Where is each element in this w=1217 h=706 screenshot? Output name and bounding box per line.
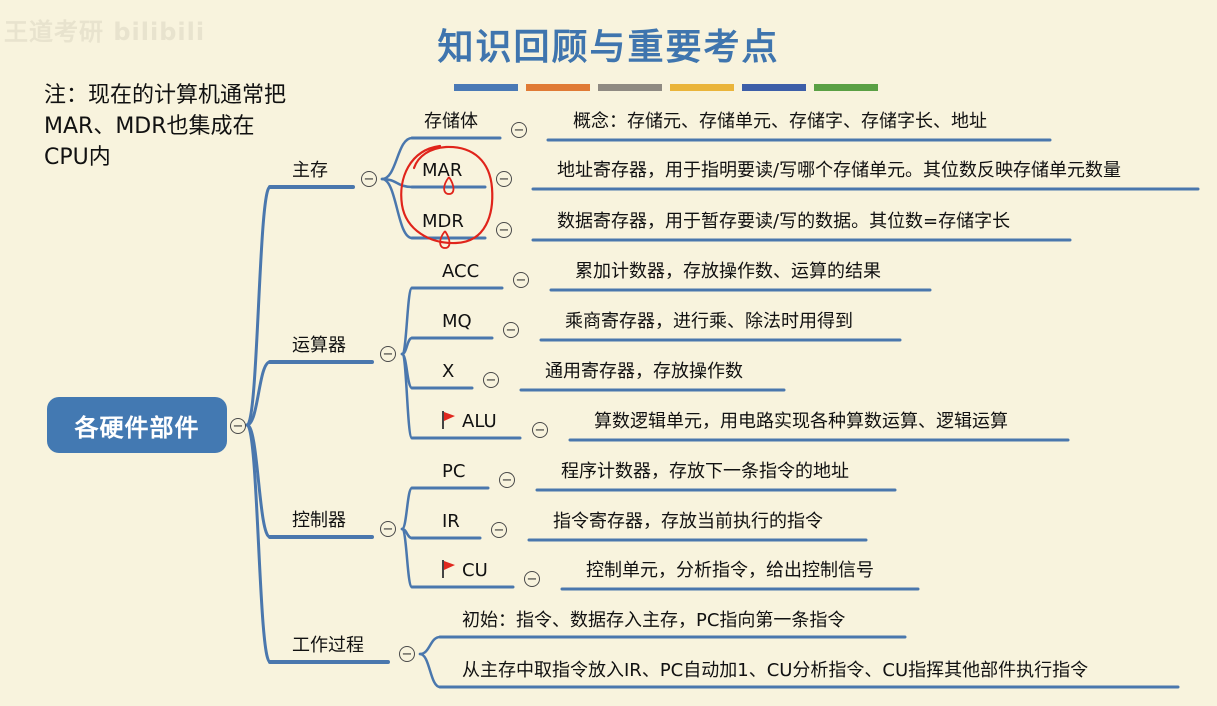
red-annotation-mark	[439, 230, 451, 249]
collapse-icon[interactable]: −	[491, 522, 507, 538]
child-node-mq[interactable]: MQ	[442, 310, 472, 334]
collapse-icon[interactable]: −	[532, 422, 548, 438]
child-label: 存储体	[424, 111, 478, 132]
branch-connector	[400, 352, 414, 440]
child-description: 乘商寄存器，进行乘、除法时用得到	[565, 311, 853, 332]
work-step: 初始：指令、数据存入主存，PC指向第一条指令	[462, 610, 846, 631]
child-label: IR	[442, 511, 460, 532]
title-stripe	[814, 84, 878, 91]
title-stripe	[526, 84, 590, 91]
branch-connector	[418, 652, 442, 689]
collapse-icon[interactable]: −	[496, 222, 512, 238]
child-description: 控制单元，分析指令，给出控制信号	[586, 560, 874, 581]
collapse-icon[interactable]: −	[499, 472, 515, 488]
collapse-icon[interactable]: −	[399, 646, 415, 662]
child-description: 数据寄存器，用于暂存要读/写的数据。其位数=存储字长	[557, 211, 1011, 232]
child-node-pc[interactable]: PC	[442, 460, 465, 484]
branch-connector	[380, 177, 414, 240]
child-node-mar[interactable]: MAR	[422, 159, 462, 183]
title-stripe	[454, 84, 518, 91]
branch-connector	[400, 527, 414, 589]
work-step: 从主存中取指令放入IR、PC自动加1、CU分析指令、CU指挥其他部件执行指令	[462, 660, 1089, 681]
page-title: 知识回顾与重要考点	[437, 27, 780, 68]
branch-label[interactable]: 主存	[292, 160, 328, 181]
flag-icon	[442, 411, 455, 429]
child-label: MAR	[422, 160, 463, 181]
collapse-icon[interactable]: −	[513, 272, 529, 288]
child-label: MQ	[442, 311, 472, 332]
branch-connector	[245, 423, 272, 664]
branch-connector	[380, 136, 414, 181]
root-node[interactable]: 各硬件部件	[47, 397, 227, 453]
branch-label[interactable]: 运算器	[292, 335, 346, 356]
child-description: 累加计数器，存放操作数、运算的结果	[575, 261, 881, 282]
child-label: ALU	[462, 411, 497, 432]
red-annotation-mark	[443, 176, 455, 195]
child-node-x[interactable]: X	[442, 360, 454, 384]
collapse-icon[interactable]: −	[524, 571, 540, 587]
collapse-icon[interactable]: −	[380, 346, 396, 362]
child-label: PC	[442, 461, 466, 482]
branch-connector	[245, 360, 272, 427]
red-annotation-circle	[400, 144, 494, 245]
branch-label[interactable]: 工作过程	[292, 635, 364, 656]
child-label: X	[442, 361, 455, 382]
child-description: 通用寄存器，存放操作数	[545, 361, 743, 382]
child-node-alu[interactable]: ALU	[442, 410, 497, 434]
collapse-icon[interactable]: −	[496, 171, 512, 187]
child-label: MDR	[422, 211, 464, 232]
collapse-icon[interactable]: −	[511, 122, 527, 138]
child-description: 概念：存储元、存储单元、存储字、存储字长、地址	[573, 111, 987, 132]
title-stripe	[670, 84, 734, 91]
side-note: 注：现在的计算机通常把MAR、MDR也集成在CPU内	[44, 83, 287, 170]
child-node-存储体[interactable]: 存储体	[424, 110, 478, 134]
root-collapse-icon[interactable]: −	[230, 418, 246, 434]
child-node-ir[interactable]: IR	[442, 510, 460, 534]
branch-connector	[245, 185, 272, 427]
child-label: ACC	[442, 261, 480, 282]
child-node-acc[interactable]: ACC	[442, 260, 479, 284]
child-label: CU	[462, 560, 488, 581]
branch-connector	[418, 635, 442, 656]
child-description: 算数逻辑单元，用电路实现各种算数运算、逻辑运算	[594, 411, 1008, 432]
flag-icon	[442, 560, 455, 578]
child-description: 指令寄存器，存放当前执行的指令	[553, 511, 823, 532]
child-description: 地址寄存器，用于指明要读/写哪个存储单元。其位数反映存储单元数量	[557, 160, 1122, 181]
collapse-icon[interactable]: −	[361, 171, 377, 187]
collapse-icon[interactable]: −	[380, 521, 396, 537]
branch-connector	[400, 486, 414, 531]
collapse-icon[interactable]: −	[483, 372, 499, 388]
title-stripe	[598, 84, 662, 91]
child-node-mdr[interactable]: MDR	[422, 210, 464, 234]
branch-label[interactable]: 控制器	[292, 510, 346, 531]
child-node-cu[interactable]: CU	[442, 559, 488, 583]
collapse-icon[interactable]: −	[503, 322, 519, 338]
child-description: 程序计数器，存放下一条指令的地址	[561, 461, 849, 482]
watermark: 王道考研 bilibili	[4, 18, 206, 46]
title-stripe	[742, 84, 806, 91]
